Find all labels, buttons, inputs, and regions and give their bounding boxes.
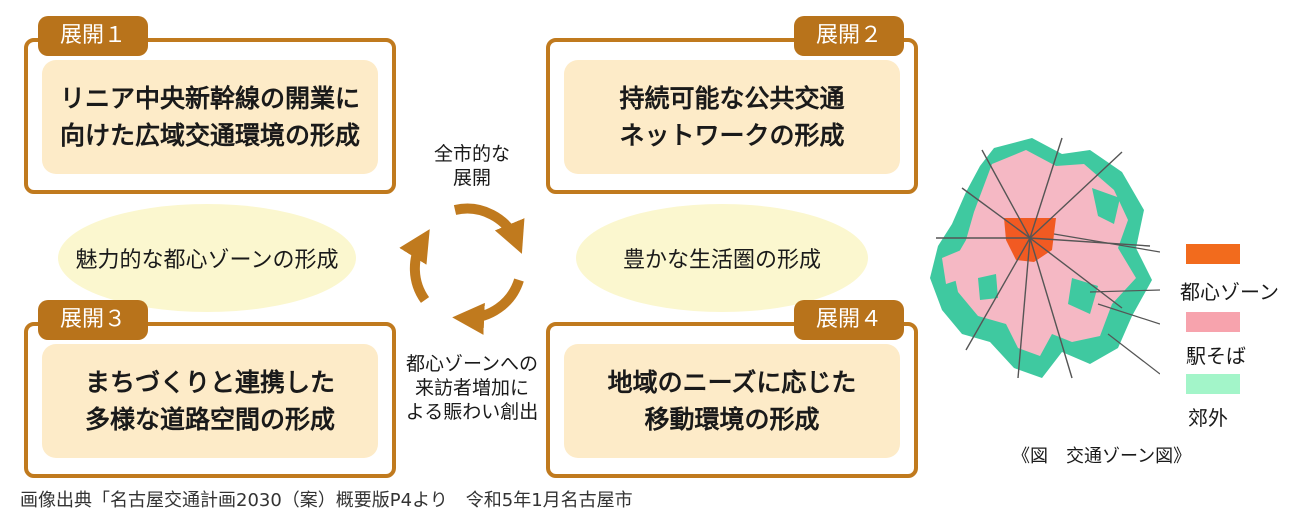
ellipse-core-zone: 魅力的な都心ゾーンの形成 (58, 204, 356, 312)
card-4-text: 地域のニーズに応じた 移動環境の形成 (564, 344, 900, 458)
card-development-2: 持続可能な公共交通 ネットワークの形成 (546, 38, 918, 194)
legend-station-swatch (1186, 312, 1240, 332)
card-2-tag: 展開２ (794, 16, 904, 56)
card-1-text: リニア中央新幹線の開業に 向けた広域交通環境の形成 (42, 60, 378, 174)
card-development-3: まちづくりと連携した 多様な道路空間の形成 (24, 322, 396, 478)
center-top-text: 全市的な 展開 (433, 143, 510, 189)
card-4-tag: 展開４ (794, 300, 904, 340)
card-2-text: 持続可能な公共交通 ネットワークの形成 (564, 60, 900, 174)
legend-suburb-label: 郊外 (1188, 406, 1228, 430)
card-3-tag: 展開３ (38, 300, 148, 340)
card-3-text: まちづくりと連携した 多様な道路空間の形成 (42, 344, 378, 458)
traffic-zone-map (930, 137, 1160, 379)
cycle-arrows-icon (399, 203, 525, 335)
card-development-4: 地域のニーズに応じた 移動環境の形成 (546, 322, 918, 478)
legend-core-swatch (1186, 244, 1240, 264)
card-1-tag: 展開１ (38, 16, 148, 56)
card-development-1: リニア中央新幹線の開業に 向けた広域交通環境の形成 (24, 38, 396, 194)
ellipse-living-area: 豊かな生活圏の形成 (576, 204, 868, 312)
center-bottom-text: 都心ゾーンへの 来訪者増加に よる賑わい創出 (405, 353, 539, 423)
map-caption: 《図 交通ゾーン図》 (1012, 446, 1192, 467)
legend-station-label: 駅そば (1186, 344, 1246, 368)
legend-suburb-swatch (1186, 374, 1240, 394)
legend-core-label: 都心ゾーン (1180, 280, 1279, 304)
image-source-credit: 画像出典「名古屋交通計画2030（案）概要版P4より 令和5年1月名古屋市 (20, 490, 633, 511)
